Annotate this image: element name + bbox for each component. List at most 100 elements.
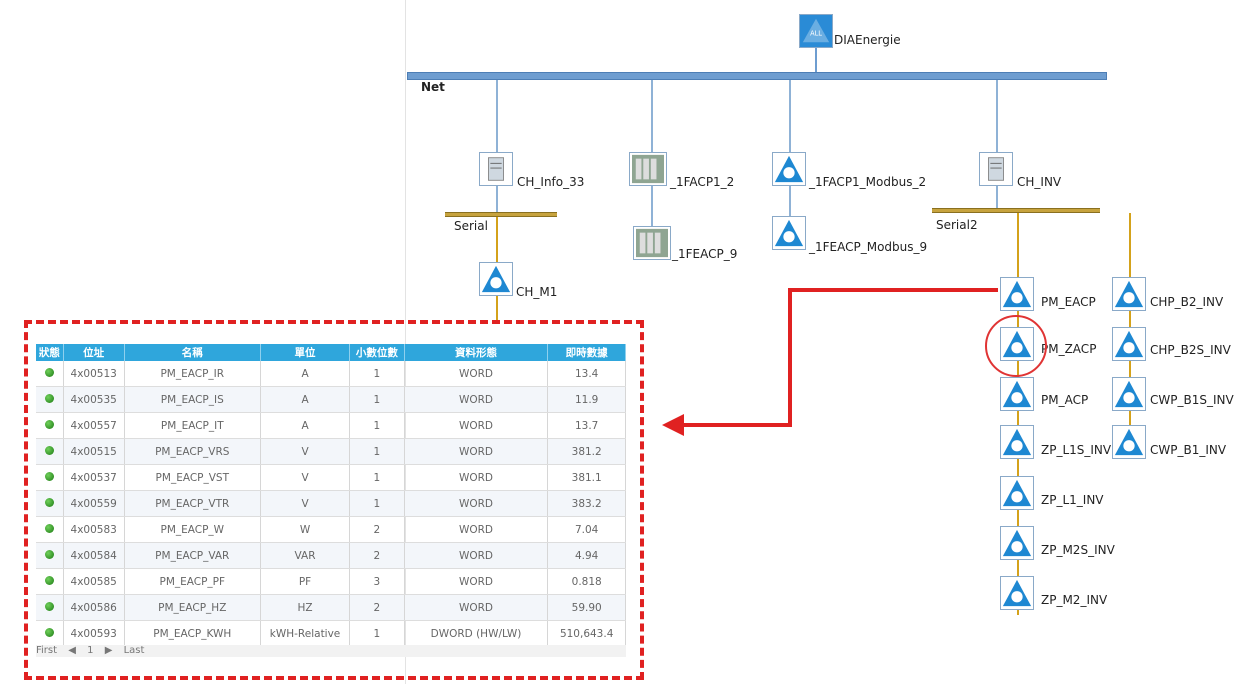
prev-page-icon[interactable]: ◀ xyxy=(68,645,76,656)
server-icon[interactable] xyxy=(979,152,1013,186)
cell-type: WORD xyxy=(404,568,549,595)
sub-device-label: _1FEACP_9 xyxy=(672,247,738,261)
cell-type: WORD xyxy=(404,386,549,413)
cell-name: PM_EACP_PF xyxy=(124,568,261,595)
cell-val: 13.4 xyxy=(547,361,626,387)
column-header[interactable]: 即時數據 xyxy=(547,344,626,361)
status-cell xyxy=(36,542,64,569)
column-header[interactable]: 名稱 xyxy=(124,344,261,361)
delta-device-icon[interactable] xyxy=(1000,576,1034,610)
status-cell xyxy=(36,386,64,413)
status-cell xyxy=(36,568,64,595)
delta-device-icon[interactable]: ALL xyxy=(799,14,833,48)
first-page-link[interactable]: First xyxy=(36,645,58,656)
cell-name: PM_EACP_VAR xyxy=(124,542,261,569)
cell-name: PM_EACP_HZ xyxy=(124,594,261,621)
svg-text:ALL: ALL xyxy=(810,30,822,38)
cell-type: WORD xyxy=(404,438,549,465)
cell-name: PM_EACP_KWH xyxy=(124,620,261,647)
column-header[interactable]: 單位 xyxy=(260,344,351,361)
controller-icon[interactable] xyxy=(629,152,667,186)
status-dot-icon xyxy=(44,367,54,377)
delta-device-icon[interactable] xyxy=(772,152,806,186)
server-icon[interactable] xyxy=(479,152,513,186)
channel-label: _1FACP1_2 xyxy=(670,175,735,189)
channel-label: _1FACP1_Modbus_2 xyxy=(809,175,927,189)
cell-type: DWORD (HW/LW) xyxy=(404,620,549,647)
delta-device-icon[interactable] xyxy=(1112,425,1146,459)
cell-addr: 4x00585 xyxy=(63,568,125,595)
cell-dec: 2 xyxy=(349,516,405,543)
delta-device-icon[interactable] xyxy=(479,262,513,296)
cell-type: WORD xyxy=(404,594,549,621)
serial-bus[interactable] xyxy=(445,212,557,217)
cell-type: WORD xyxy=(404,412,549,439)
cell-type: WORD xyxy=(404,516,549,543)
device-label: CH_M1 xyxy=(516,285,558,299)
cell-unit: W xyxy=(260,516,351,543)
cell-name: PM_EACP_IT xyxy=(124,412,261,439)
serial-bus[interactable] xyxy=(932,208,1100,213)
inv-device-label: CWP_B1S_INV xyxy=(1150,393,1234,407)
delta-device-icon[interactable] xyxy=(1000,425,1034,459)
next-page-icon[interactable]: ▶ xyxy=(104,645,113,656)
cell-addr: 4x00584 xyxy=(63,542,125,569)
status-cell xyxy=(36,490,64,517)
page-number[interactable]: 1 xyxy=(87,645,94,656)
delta-device-icon[interactable] xyxy=(1000,277,1034,311)
cell-val: 0.818 xyxy=(547,568,626,595)
delta-device-icon[interactable] xyxy=(772,216,806,250)
cell-dec: 2 xyxy=(349,594,405,621)
controller-icon[interactable] xyxy=(633,226,671,260)
net-label: Net xyxy=(421,80,445,94)
status-cell xyxy=(36,412,64,439)
status-dot-icon xyxy=(44,575,54,585)
cell-val: 381.2 xyxy=(547,438,626,465)
delta-device-icon[interactable] xyxy=(1000,377,1034,411)
delta-device-icon[interactable] xyxy=(1112,327,1146,361)
status-cell xyxy=(36,594,64,621)
cell-addr: 4x00583 xyxy=(63,516,125,543)
channel-label: CH_Info_33 xyxy=(517,175,585,189)
status-dot-icon xyxy=(44,445,54,455)
inv-device-label: ZP_L1S_INV xyxy=(1041,443,1112,457)
delta-device-icon[interactable] xyxy=(1000,476,1034,510)
column-header[interactable]: 資料形態 xyxy=(404,344,549,361)
column-header[interactable]: 位址 xyxy=(63,344,125,361)
callout-arrow-icon xyxy=(662,288,998,436)
inv-device-label: PM_ACP xyxy=(1041,393,1089,407)
cell-addr: 4x00586 xyxy=(63,594,125,621)
cell-name: PM_EACP_VST xyxy=(124,464,261,491)
cell-type: WORD xyxy=(404,361,549,387)
delta-device-icon[interactable] xyxy=(1112,377,1146,411)
net-bus[interactable] xyxy=(407,72,1107,80)
inv-device-label: CHP_B2S_INV xyxy=(1150,343,1231,357)
cell-addr: 4x00593 xyxy=(63,620,125,647)
cell-unit: A xyxy=(260,412,351,439)
cell-addr: 4x00515 xyxy=(63,438,125,465)
delta-device-icon[interactable] xyxy=(1112,277,1146,311)
last-page-link[interactable]: Last xyxy=(123,645,145,656)
cell-dec: 3 xyxy=(349,568,405,595)
status-cell xyxy=(36,516,64,543)
column-header[interactable]: 小數位數 xyxy=(349,344,405,361)
delta-device-icon[interactable] xyxy=(1000,526,1034,560)
cell-addr: 4x00557 xyxy=(63,412,125,439)
inv-device-label: CWP_B1_INV xyxy=(1150,443,1227,457)
cell-val: 59.90 xyxy=(547,594,626,621)
cell-unit: VAR xyxy=(260,542,351,569)
column-header[interactable]: 狀態 xyxy=(36,344,64,361)
cell-unit: kWH-Relative xyxy=(260,620,351,647)
